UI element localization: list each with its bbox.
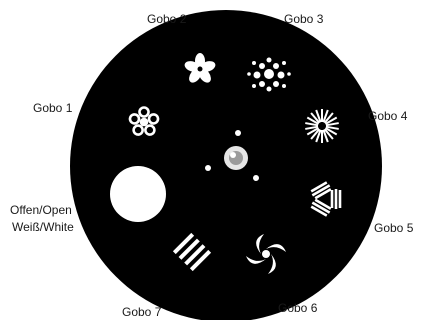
label-gobo-6: Gobo 6: [278, 301, 318, 315]
wheel-disc: [70, 10, 382, 320]
label-gobo-2: Gobo 2: [147, 12, 187, 26]
hub-dot-right: [253, 175, 259, 181]
label-open-line-2: Weiß/White: [12, 220, 74, 234]
hub-dot-left: [205, 165, 211, 171]
label-gobo-3: Gobo 3: [284, 12, 324, 26]
label-gobo-4: Gobo 4: [368, 109, 408, 123]
label-gobo-7: Gobo 7: [122, 305, 162, 319]
label-open-line-1: Offen/Open: [10, 203, 72, 217]
label-gobo-1: Gobo 1: [33, 101, 73, 115]
center-hub: [224, 146, 248, 170]
hub-dot-top: [235, 130, 241, 136]
open-white-slot: [110, 166, 166, 222]
label-gobo-5: Gobo 5: [374, 221, 414, 235]
